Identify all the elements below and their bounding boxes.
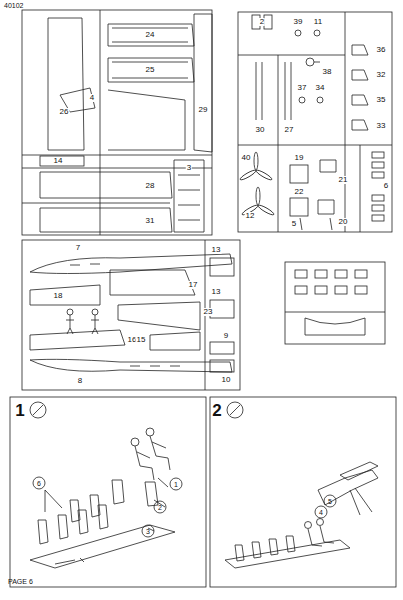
part-number: 8 [77, 377, 83, 385]
part-number: 21 [338, 176, 349, 184]
part-number: 23 [203, 308, 214, 316]
callout-number: 6 [37, 480, 41, 487]
part-number: 25 [145, 66, 156, 74]
part-number: 39 [293, 18, 304, 26]
part-number: 30 [255, 126, 266, 134]
callout-number: 4 [319, 509, 323, 516]
part-number: 38 [322, 68, 333, 76]
part-number: 26 [59, 108, 70, 116]
part-number: 31 [145, 217, 156, 225]
part-number: 15 [136, 336, 147, 344]
part-number: 34 [315, 84, 326, 92]
part-number: 19 [294, 154, 305, 162]
part-number: 2 [259, 18, 265, 26]
part-number: 20 [338, 218, 349, 226]
sprue-frame [22, 10, 212, 235]
callout-number: 5 [328, 498, 332, 505]
part-number: 33 [376, 122, 387, 130]
part-number: 7 [75, 244, 81, 252]
part-number: 13 [211, 288, 222, 296]
part-number: 17 [188, 281, 199, 289]
part-number: 22 [294, 188, 305, 196]
part-number: 14 [53, 157, 64, 165]
part-number: 24 [145, 31, 156, 39]
part-number: 36 [376, 46, 387, 54]
part-number: 6 [383, 182, 389, 190]
part-number: 40102 [4, 2, 23, 9]
part-number: 5 [291, 220, 297, 228]
part-number: 35 [376, 96, 387, 104]
assembly-art [225, 462, 378, 568]
part-number: 29 [198, 106, 209, 114]
step-panel [210, 397, 396, 587]
sprue-frame [22, 240, 240, 390]
part-number: 18 [53, 292, 64, 300]
glue-icon [227, 402, 243, 418]
part-number: 9 [223, 332, 229, 340]
part-number: 27 [284, 126, 295, 134]
part-number: 32 [376, 71, 387, 79]
callout-number: 1 [174, 481, 178, 488]
part-number: 4 [89, 94, 95, 102]
part-number: 28 [145, 182, 156, 190]
callout-number: 3 [146, 528, 150, 535]
step-number: 1 [14, 402, 25, 419]
assembly-art [30, 428, 182, 568]
sprue-frame [285, 262, 385, 344]
part-number: 12 [245, 212, 256, 220]
part-number: 3 [186, 164, 192, 172]
part-number: 10 [221, 376, 232, 384]
glue-icon [30, 402, 46, 418]
step-panel [10, 397, 206, 587]
callout-number: 2 [158, 504, 162, 511]
page-number: PAGE 6 [8, 578, 33, 585]
part-number: 13 [211, 246, 222, 254]
part-number: 37 [297, 84, 308, 92]
part-number: 11 [313, 18, 323, 26]
part-number: 40 [241, 154, 252, 162]
step-number: 2 [211, 402, 222, 419]
sprue-frame [238, 12, 392, 232]
